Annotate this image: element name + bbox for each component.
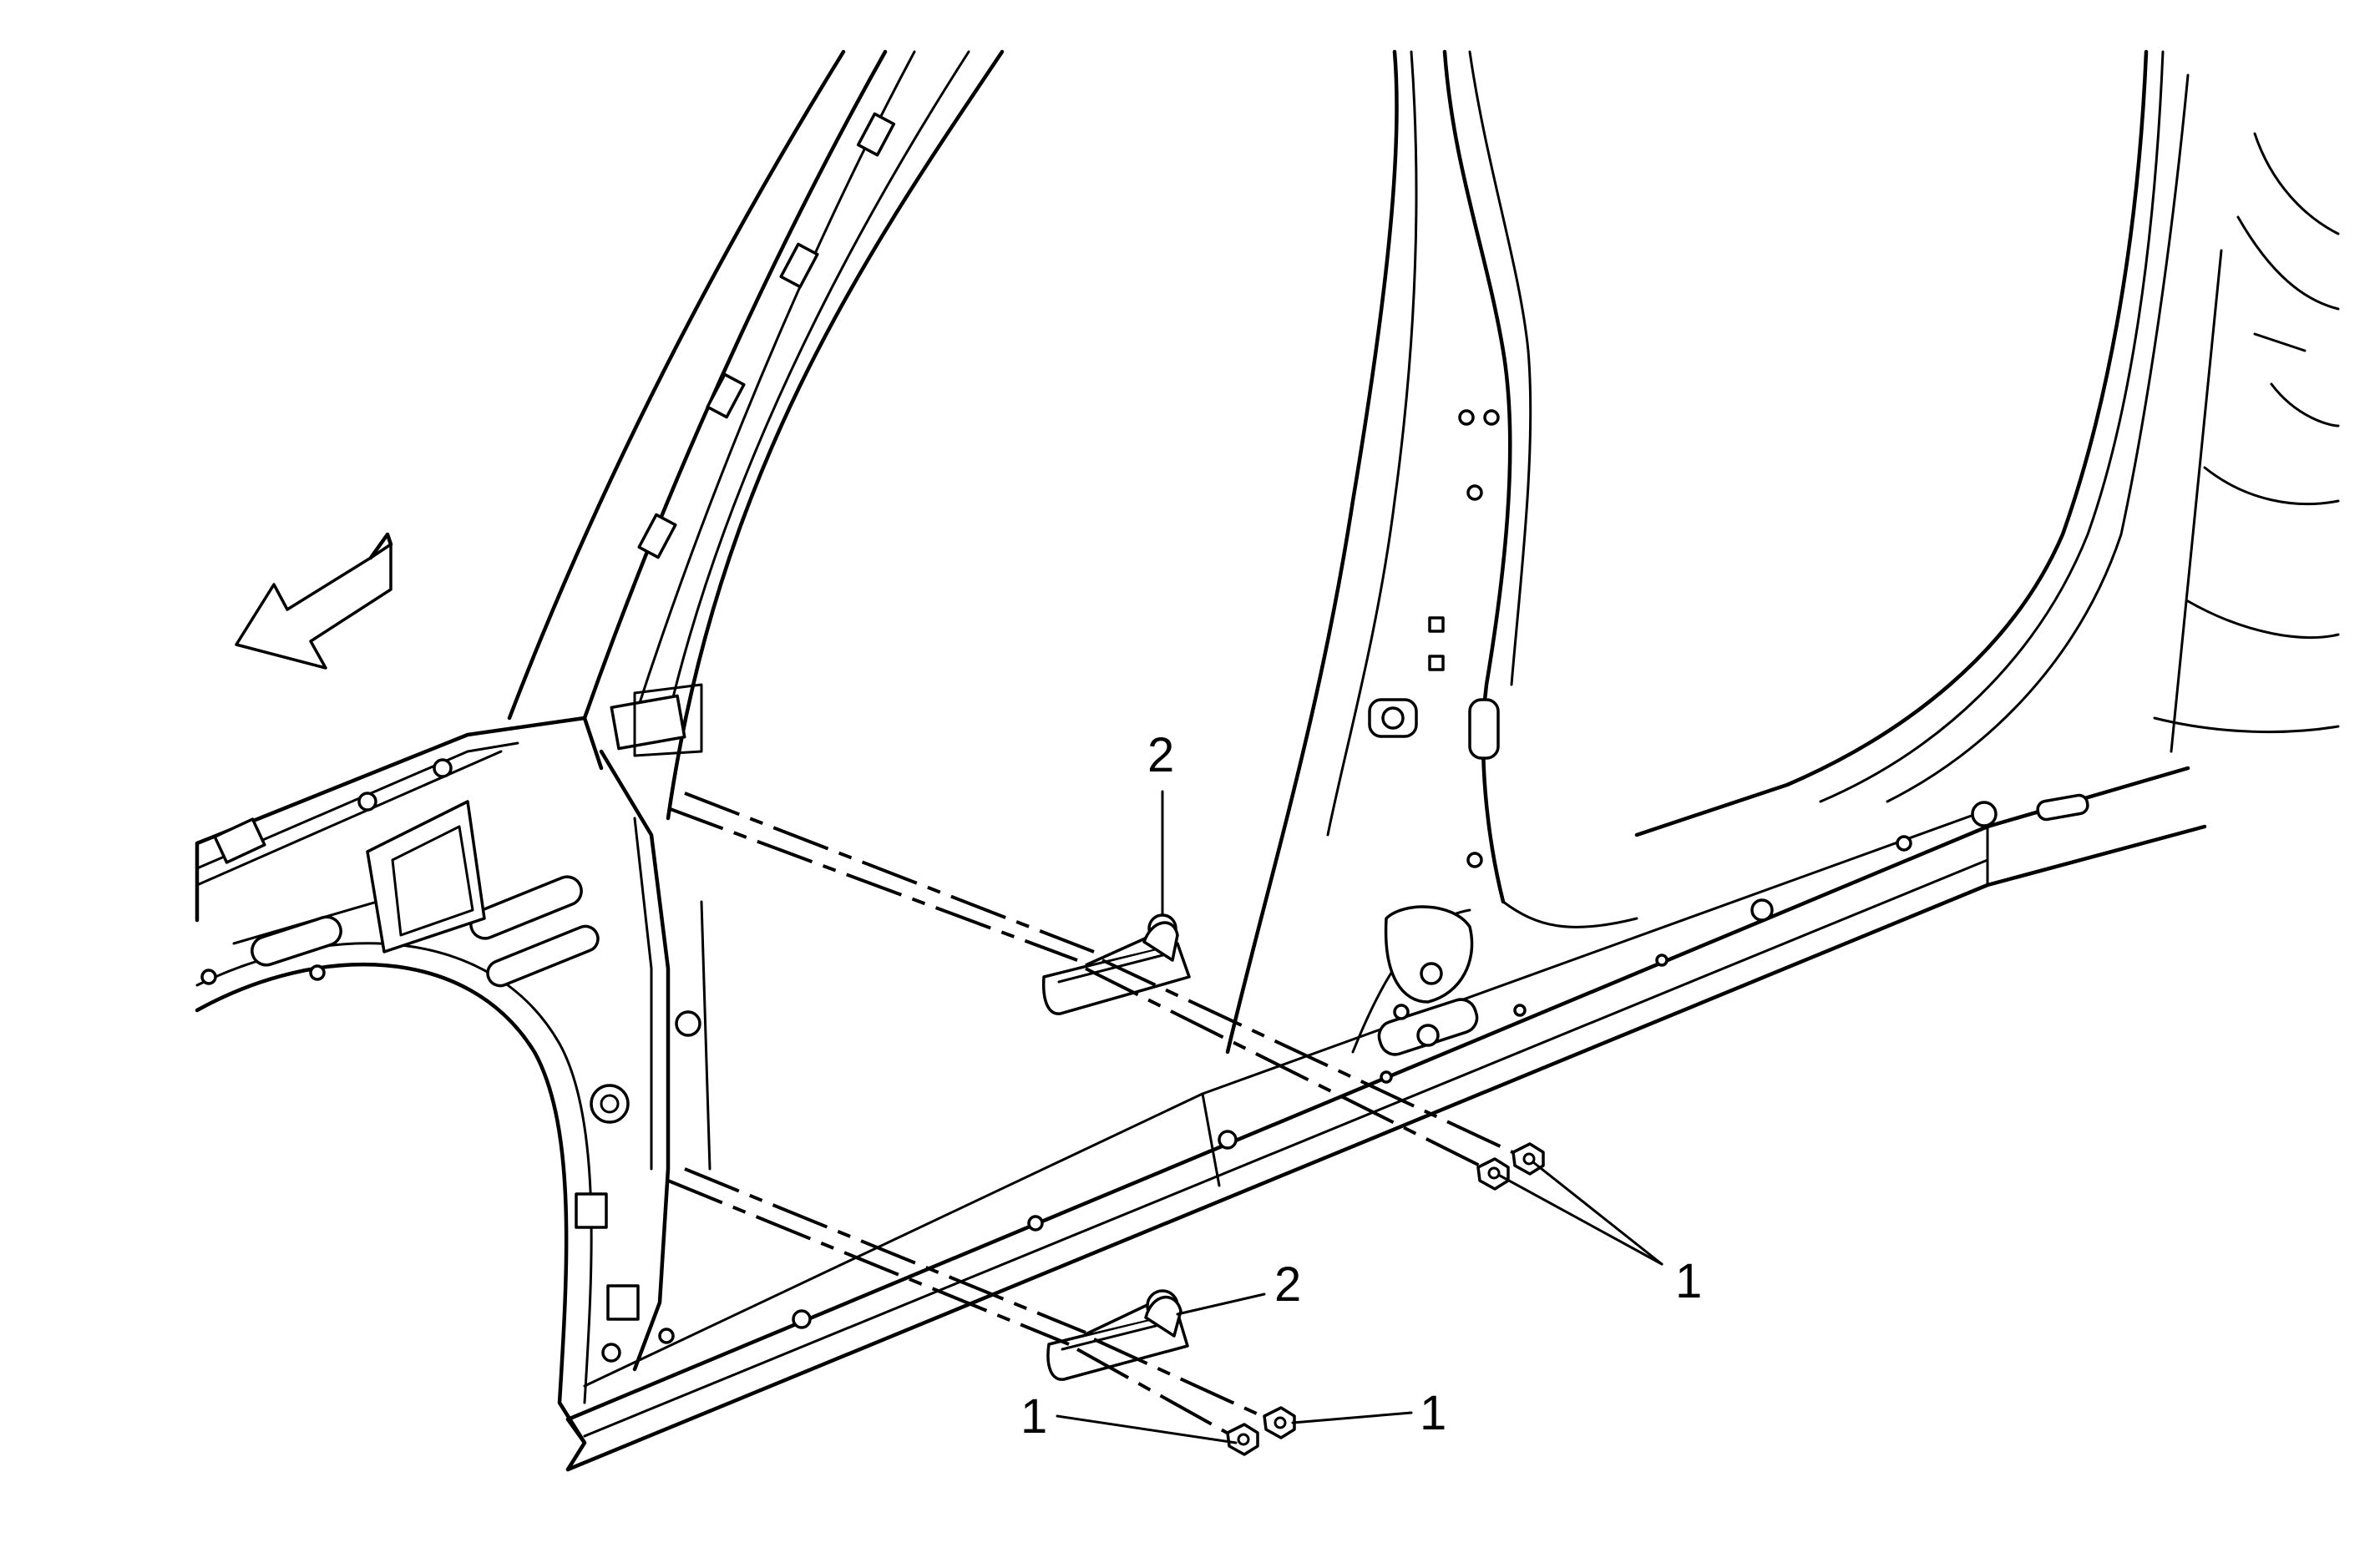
callout-upper-bolts: 1 (1675, 1254, 1702, 1308)
lower-bolt-left (1226, 1423, 1259, 1456)
callout-upper-hinge: 2 (1147, 728, 1174, 782)
callout-lower-hinge: 2 (1274, 1257, 1301, 1312)
upper-bolt-left (1476, 1157, 1510, 1191)
rocker-panel (565, 766, 2207, 1472)
upper-bolt-right (1512, 1142, 1545, 1176)
rear-door-opening (1634, 49, 2340, 837)
a-pillar (507, 49, 1005, 821)
hinge-pillar (575, 749, 711, 1372)
lower-bolt-right (1263, 1406, 1296, 1439)
callout-lower-bolt-left: 1 (1020, 1389, 1047, 1444)
leader-lines (1056, 790, 1663, 1444)
bolt-axis-lines (667, 792, 1521, 1439)
lower-door-hinge (1046, 1289, 1189, 1381)
front-cowl-wheelhouse (195, 683, 703, 1445)
callout-lower-bolt-right: 1 (1420, 1386, 1446, 1440)
b-pillar (1225, 49, 1638, 1055)
upper-door-hinge (1041, 913, 1191, 1015)
front-direction-arrow-icon (235, 532, 393, 670)
